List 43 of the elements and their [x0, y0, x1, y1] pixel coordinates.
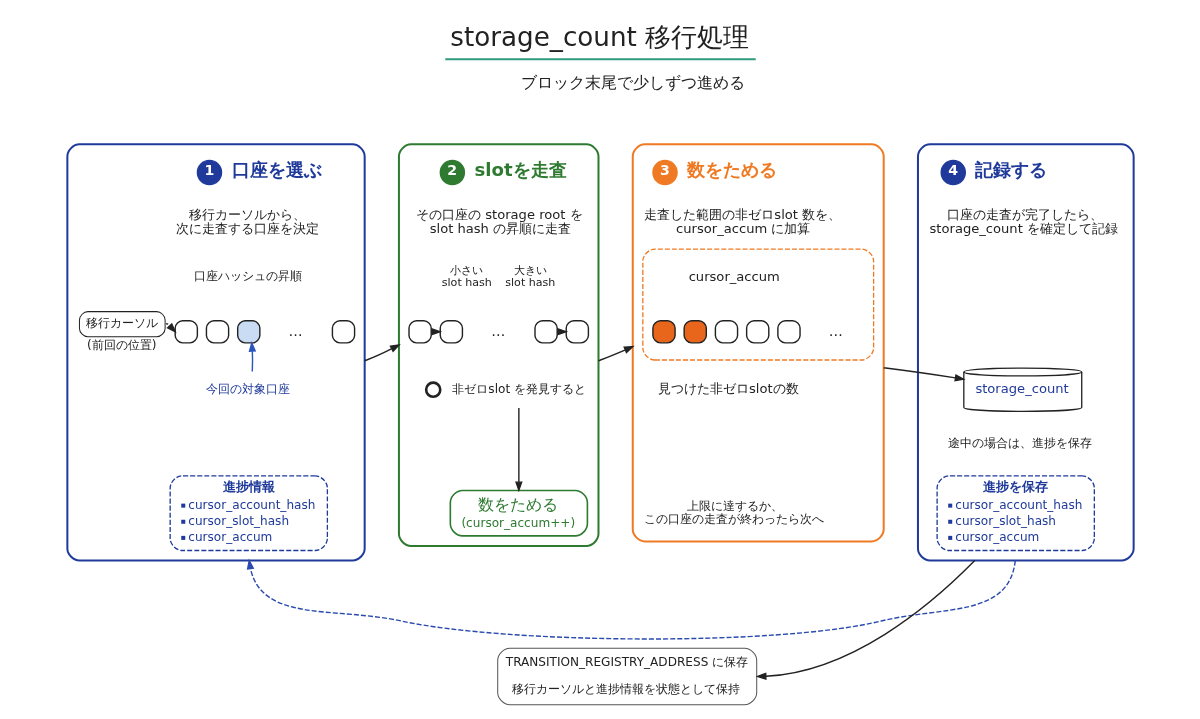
node-box: [174, 320, 198, 344]
node-box: [745, 320, 769, 344]
node-circle: 4: [940, 159, 966, 186]
label: 小さい slot hash: [441, 264, 492, 290]
node-box: 数をためる (cursor_accum++): [449, 489, 588, 537]
node-text: 今回の対象口座: [205, 382, 290, 397]
node-circle: 2: [439, 159, 465, 186]
node-box: [331, 320, 355, 344]
arrow: [514, 407, 523, 493]
label: …: [828, 322, 843, 339]
label: …: [288, 322, 303, 339]
node-box: [236, 320, 261, 344]
arrow: [246, 558, 1016, 640]
arrow: [882, 367, 966, 382]
node-text: 非ゼロslot を発見すると: [451, 382, 586, 397]
arrow: [164, 322, 177, 334]
node-box: [714, 320, 738, 344]
arrow: [755, 559, 975, 681]
node-box: 進捗情報 cursor_account_hash cursor_slot_hash cursor_accum: [169, 475, 328, 552]
arrow: [363, 344, 401, 362]
node-label: 見つけた非ゼロslotの数: [657, 381, 799, 397]
label: 上限に達するか、この口座の走査が終わったら次へ: [643, 498, 824, 526]
node-box: 移行カーソル: [78, 311, 166, 338]
node-box: [565, 320, 589, 344]
label: 途中の場合は、進捗を保存: [947, 435, 1092, 450]
node-box: 進捗を保存 cursor_account_hash cursor_slot_hash cursor_accum: [935, 475, 1095, 552]
node-circle: 3: [651, 159, 678, 186]
node-box: [651, 320, 676, 344]
node-box: [205, 320, 229, 344]
arrow: [597, 345, 635, 362]
label: 口座ハッシュの昇順: [193, 269, 302, 284]
node-box: TRANSITION_REGISTRY_ADDRESS に保存 移行カーソルと進捗情報を状態として保持: [496, 647, 757, 706]
node-box: [776, 320, 801, 344]
node-label: (前回の位置): [86, 337, 156, 352]
node-box: [682, 320, 707, 344]
node-box: [439, 320, 463, 344]
arrow: [248, 340, 256, 373]
node-circle: 1: [196, 159, 222, 186]
label: ブロック末尾で少しずつ進める: [520, 72, 745, 92]
node-circle: [424, 381, 442, 399]
label: …: [490, 322, 505, 339]
label: 大きい slot hash: [504, 264, 555, 290]
diagram-title: storage_count 移行処理: [449, 21, 749, 52]
